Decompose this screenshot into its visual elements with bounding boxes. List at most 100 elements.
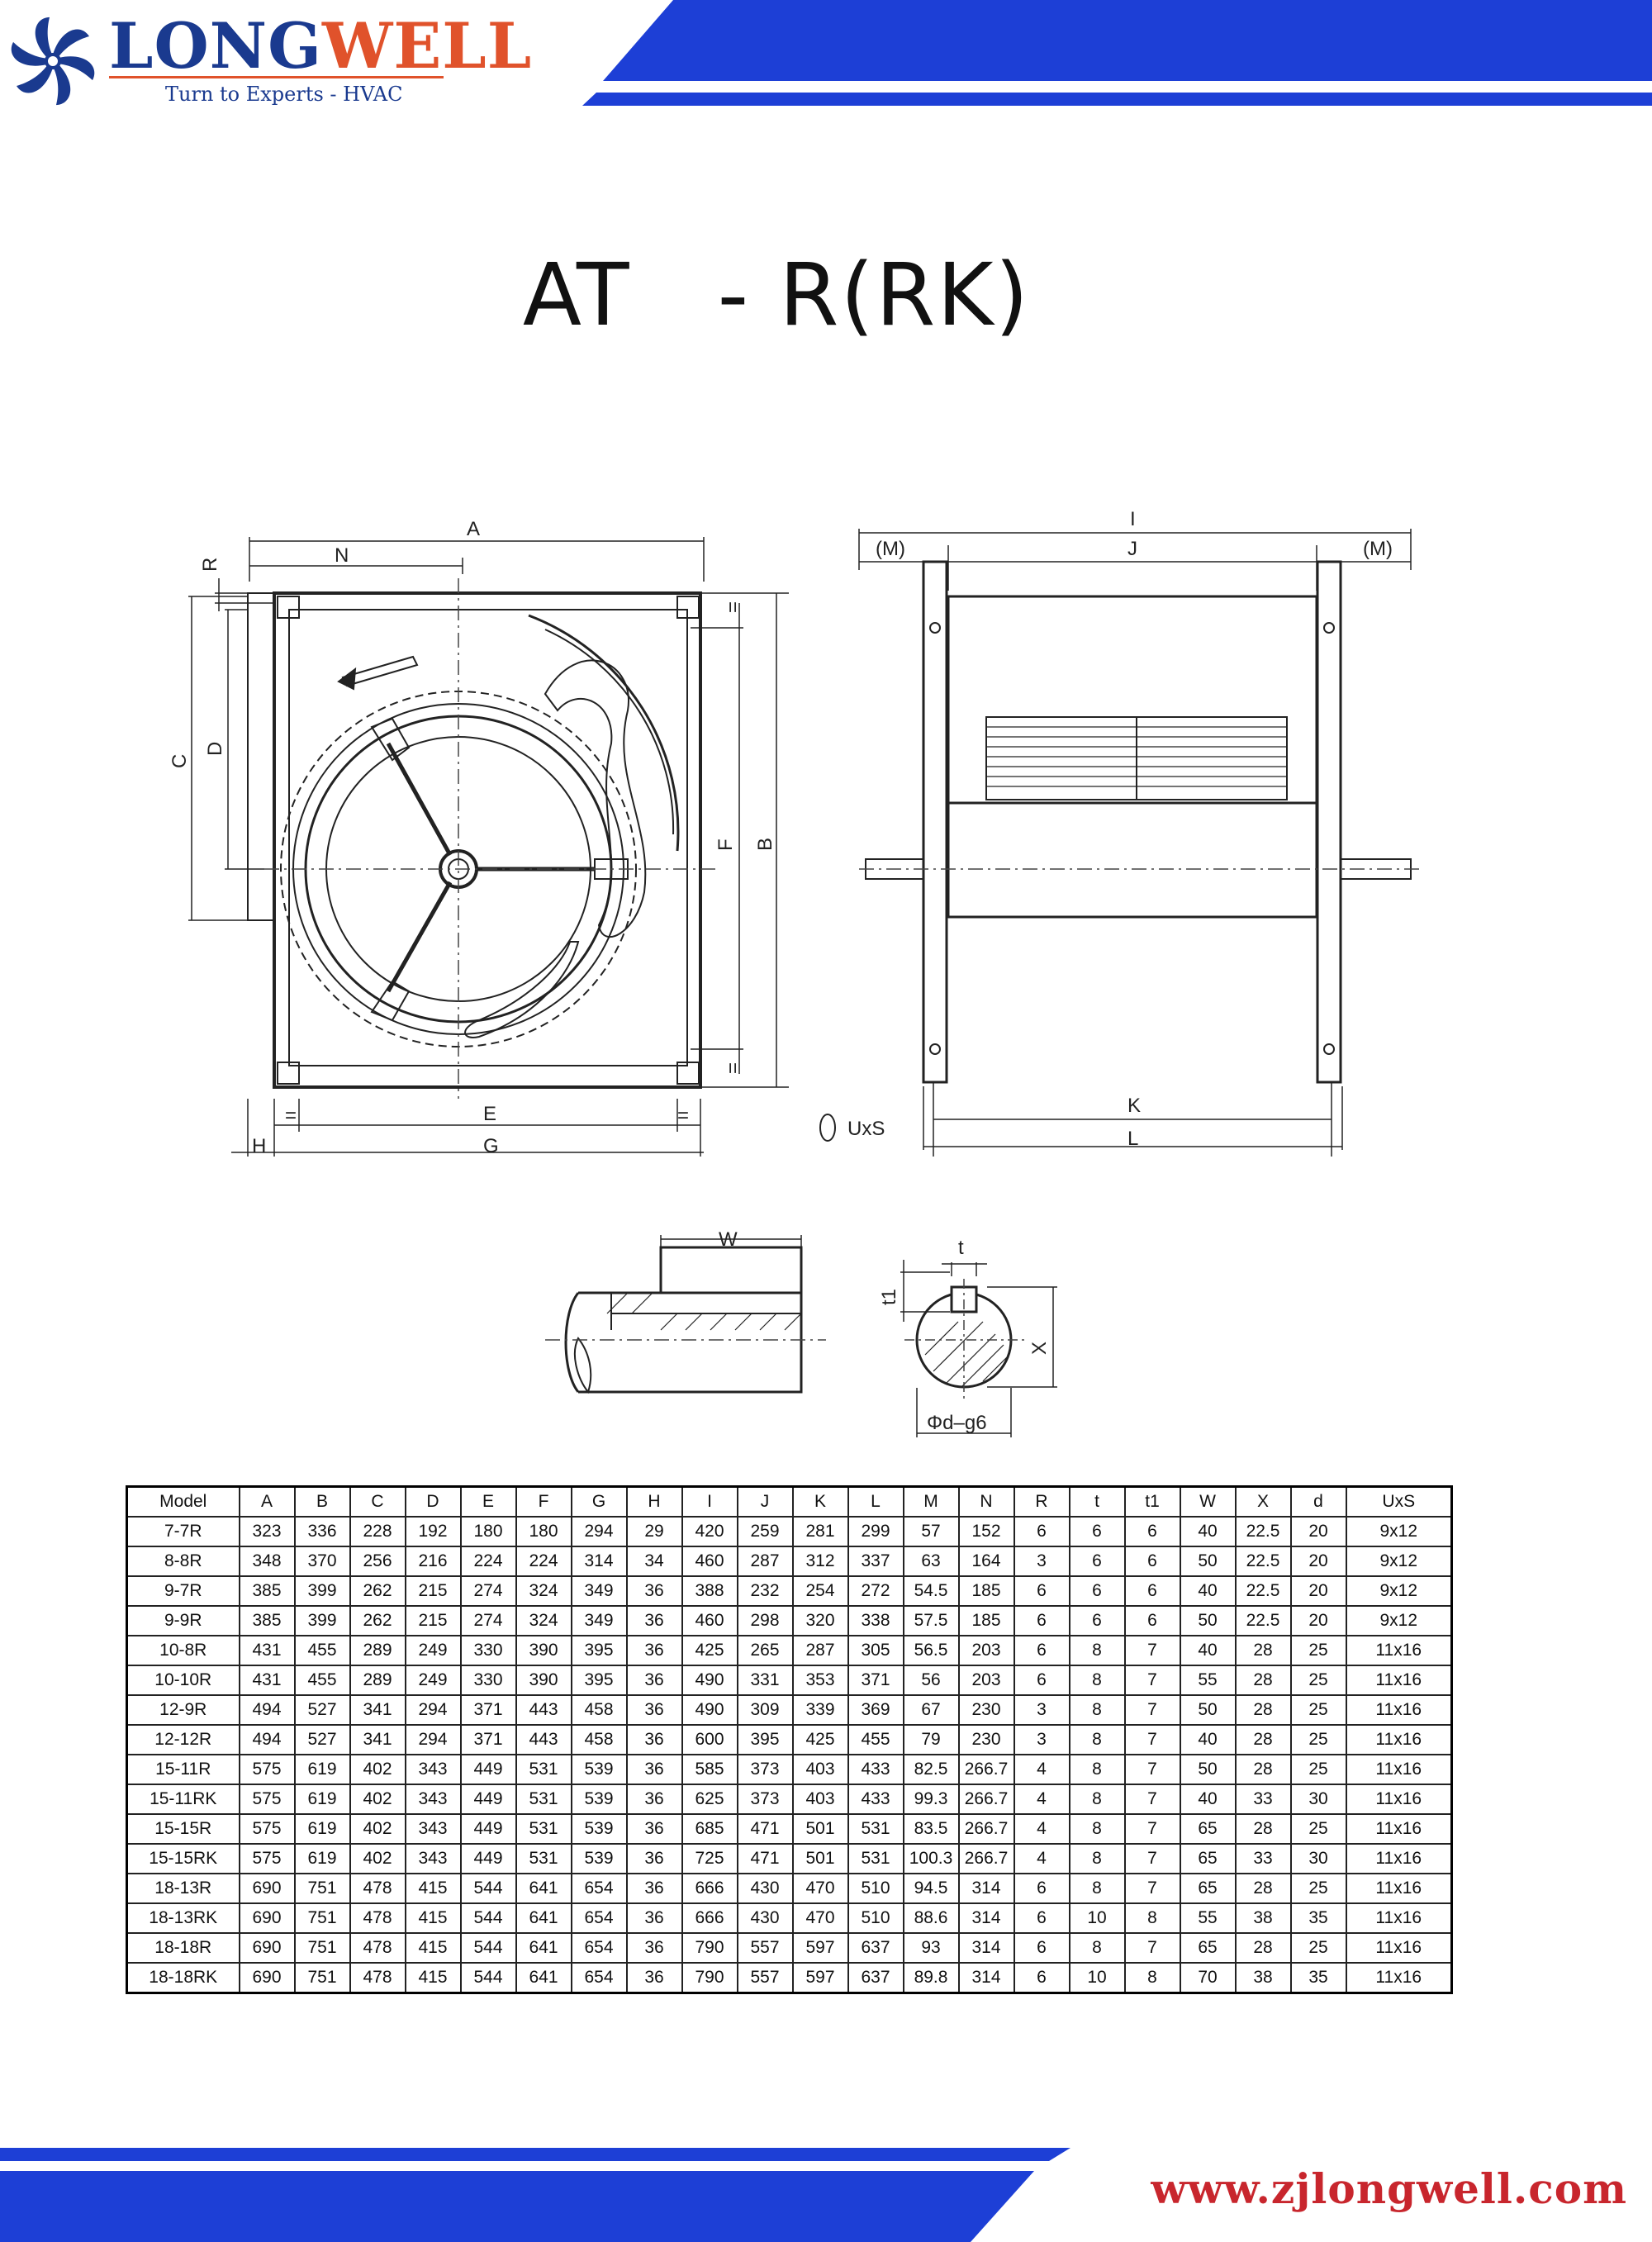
brand-underline	[109, 76, 444, 78]
column-header-model: Model	[126, 1485, 240, 1518]
table-cell: 654	[570, 1902, 628, 1934]
model-cell: 9-7R	[126, 1575, 240, 1607]
shaft-key-detail: W t t1 X Φd–g6	[545, 1228, 1057, 1437]
table-cell: 25	[1289, 1694, 1347, 1726]
table-cell: 8	[1068, 1665, 1126, 1696]
table-cell: 641	[515, 1962, 572, 1994]
dim-label-B: B	[754, 838, 776, 851]
table-cell: 57.5	[902, 1605, 960, 1636]
table-cell: 215	[404, 1605, 462, 1636]
table-cell: 192	[404, 1516, 462, 1547]
table-cell: 402	[349, 1754, 406, 1785]
table-cell: 65	[1179, 1843, 1237, 1874]
table-cell: 343	[404, 1784, 462, 1815]
table-cell: 8	[1068, 1873, 1126, 1904]
table-cell: 641	[515, 1932, 572, 1964]
table-cell: 4	[1013, 1784, 1070, 1815]
table-cell: 7	[1123, 1784, 1181, 1815]
dim-label-R: R	[199, 558, 221, 572]
table-cell: 93	[902, 1932, 960, 1964]
table-cell: 38	[1234, 1962, 1292, 1994]
table-cell: 353	[791, 1665, 849, 1696]
header-band	[0, 0, 1652, 116]
dim-label-UxS: UxS	[847, 1118, 885, 1140]
table-cell: 56	[902, 1665, 960, 1696]
table-cell: 323	[238, 1516, 296, 1547]
table-cell: 8	[1068, 1694, 1126, 1726]
table-cell: 7	[1123, 1813, 1181, 1845]
dim-label-d: Φd–g6	[927, 1412, 987, 1434]
table-cell: 501	[791, 1813, 849, 1845]
table-cell: 449	[459, 1813, 517, 1845]
page-title: AT - R(RK)	[522, 245, 1031, 345]
table-cell: 341	[349, 1694, 406, 1726]
model-cell: 12-9R	[126, 1694, 240, 1726]
table-cell: 8	[1123, 1962, 1181, 1994]
table-cell: 294	[404, 1724, 462, 1755]
table-cell: 7	[1123, 1843, 1181, 1874]
table-cell: 254	[791, 1575, 849, 1607]
table-cell: 7	[1123, 1635, 1181, 1666]
table-cell: 373	[736, 1754, 794, 1785]
table-cell: 40	[1179, 1635, 1237, 1666]
column-header-b: B	[293, 1485, 351, 1518]
dim-label-H: H	[252, 1135, 266, 1157]
table-cell: 510	[847, 1873, 904, 1904]
table-cell: 55	[1179, 1665, 1237, 1696]
table-cell: 544	[459, 1962, 517, 1994]
column-header-c: C	[349, 1485, 406, 1518]
table-cell: 67	[902, 1694, 960, 1726]
table-cell: 25	[1289, 1932, 1347, 1964]
table-cell: 11x16	[1345, 1843, 1453, 1874]
table-cell: 33	[1234, 1784, 1292, 1815]
column-header-uxs: UxS	[1345, 1485, 1453, 1518]
table-cell: 597	[791, 1932, 849, 1964]
table-cell: 50	[1179, 1605, 1237, 1636]
table-cell: 36	[625, 1665, 683, 1696]
table-cell: 478	[349, 1962, 406, 1994]
table-cell: 25	[1289, 1754, 1347, 1785]
table-cell: 294	[570, 1516, 628, 1547]
table-cell: 6	[1013, 1902, 1070, 1934]
table-cell: 6	[1013, 1605, 1070, 1636]
table-cell: 415	[404, 1932, 462, 1964]
brand-tagline: Turn to Experts - HVAC	[165, 83, 403, 106]
table-cell: 70	[1179, 1962, 1237, 1994]
technical-drawings: A N R C D = F B = = E = H G	[169, 508, 1421, 1437]
table-cell: 348	[238, 1546, 296, 1577]
table-cell: 478	[349, 1902, 406, 1934]
table-cell: 455	[293, 1635, 351, 1666]
table-cell: 544	[459, 1873, 517, 1904]
table-cell: 40	[1179, 1724, 1237, 1755]
table-cell: 54.5	[902, 1575, 960, 1607]
table-cell: 725	[681, 1843, 738, 1874]
footer-website-link[interactable]: www.zjlongwell.com	[1151, 2164, 1627, 2213]
table-cell: 305	[847, 1635, 904, 1666]
table-cell: 11x16	[1345, 1962, 1453, 1994]
table-cell: 690	[238, 1962, 296, 1994]
table-cell: 11x16	[1345, 1754, 1453, 1785]
column-header-g: G	[570, 1485, 628, 1518]
table-cell: 471	[736, 1843, 794, 1874]
dim-label-K: K	[1127, 1095, 1141, 1117]
table-cell: 6	[1123, 1516, 1181, 1547]
table-cell: 88.6	[902, 1902, 960, 1934]
table-cell: 28	[1234, 1724, 1292, 1755]
table-cell: 403	[791, 1754, 849, 1785]
column-header-m: M	[902, 1485, 960, 1518]
table-cell: 9x12	[1345, 1575, 1453, 1607]
table-cell: 390	[515, 1665, 572, 1696]
table-cell: 287	[791, 1635, 849, 1666]
table-cell: 531	[847, 1843, 904, 1874]
table-cell: 641	[515, 1873, 572, 1904]
table-cell: 585	[681, 1754, 738, 1785]
table-cell: 510	[847, 1902, 904, 1934]
brand-part1: LONG	[109, 9, 323, 83]
table-cell: 449	[459, 1843, 517, 1874]
table-cell: 338	[847, 1605, 904, 1636]
table-cell: 22.5	[1234, 1546, 1292, 1577]
table-cell: 751	[293, 1873, 351, 1904]
